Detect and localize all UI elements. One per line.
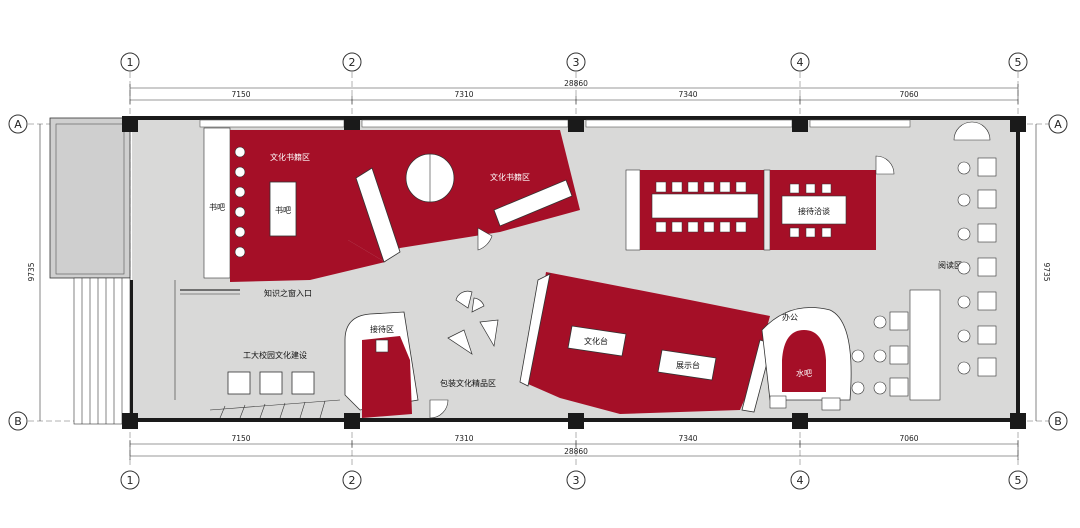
axis-bubble-1-bottom xyxy=(120,470,140,490)
label-reading: 阅读区 xyxy=(938,260,962,270)
label-coffee: 水吧 xyxy=(796,368,812,378)
conference-divider xyxy=(763,169,771,251)
label-display-area: 包装文化精品区 xyxy=(440,378,496,388)
reading-counter xyxy=(909,289,941,401)
dim-height-right: 9735 xyxy=(1042,262,1051,281)
axis-bubble-b-right xyxy=(1048,411,1068,431)
axis-bubble-2-top xyxy=(342,52,362,72)
red-zone-culture-left xyxy=(230,130,385,282)
label-shelf-center: 书吧 xyxy=(275,205,291,215)
axis-label-4-top: 4 xyxy=(797,56,804,69)
top-axis-bubbles: 1 2 3 4 5 xyxy=(120,52,1028,72)
exhibition-table-left xyxy=(567,325,627,357)
red-zone-coffee xyxy=(782,330,826,392)
axis-bubble-4-top xyxy=(790,52,810,72)
axis-bubble-5-top xyxy=(1008,52,1028,72)
axis-label-1-bottom: 1 xyxy=(127,474,134,487)
door-swing-bottom xyxy=(429,399,449,419)
axis-bubble-1-top xyxy=(120,52,140,72)
door-swing-top-right xyxy=(953,121,991,141)
conference-chairs-a xyxy=(655,181,747,233)
label-shelf-vertical: 书吧 xyxy=(209,202,225,212)
door-swing-conference xyxy=(875,155,895,175)
dim-span-4-bottom: 7060 xyxy=(899,434,918,443)
side-axis-bubbles: A A B B xyxy=(8,114,1068,431)
axis-label-1-top: 1 xyxy=(127,56,134,69)
conference-chairs-b xyxy=(789,183,832,238)
display-dots-left xyxy=(234,146,246,258)
dim-span-1-top: 7150 xyxy=(231,90,250,99)
label-table-right: 展示台 xyxy=(676,360,700,370)
reception-desk-chair xyxy=(375,339,389,353)
conference-wall-left xyxy=(625,169,641,251)
red-zone-reception xyxy=(362,336,412,418)
bottom-axis-bubbles: 1 2 3 4 5 xyxy=(120,470,1028,490)
coffee-fridge xyxy=(821,397,841,411)
axis-label-5-bottom: 5 xyxy=(1015,474,1022,487)
exhibition-wall-left xyxy=(519,273,551,387)
dim-total-bottom: 28860 xyxy=(564,447,588,456)
label-entry: 知识之窗入口 xyxy=(264,288,312,298)
label-conference: 接待洽谈 xyxy=(798,206,830,216)
stair-ticks-bottom xyxy=(209,399,341,419)
conference-table-a xyxy=(651,193,759,219)
axis-label-5-top: 5 xyxy=(1015,56,1022,69)
axis-label-4-bottom: 4 xyxy=(797,474,804,487)
conference-table-b xyxy=(781,195,847,225)
door-swing-center xyxy=(477,227,493,251)
dim-span-2-top: 7310 xyxy=(454,90,473,99)
axis-label-a-right: A xyxy=(1054,118,1062,131)
label-school-culture: 工大校园文化建设 xyxy=(243,350,307,360)
axis-bubble-a-right xyxy=(1048,114,1068,134)
stairs xyxy=(73,277,131,425)
axis-label-2-bottom: 2 xyxy=(349,474,356,487)
balcony-area xyxy=(49,117,131,279)
label-office: 办公 xyxy=(782,312,798,322)
dim-height-left: 9735 xyxy=(27,262,36,281)
school-culture-panels xyxy=(227,371,315,395)
dimension-lines-bottom xyxy=(129,440,1019,460)
dim-span-2-bottom: 7310 xyxy=(454,434,473,443)
coffee-sink xyxy=(769,395,787,409)
label-sales-area: 接待区 xyxy=(370,324,394,334)
label-culture-area: 文化书籍区 xyxy=(490,172,530,182)
lounge-chairs xyxy=(447,290,499,355)
label-table-left: 文化台 xyxy=(584,336,608,346)
axis-bubble-3-bottom xyxy=(566,470,586,490)
axis-bubble-2-bottom xyxy=(342,470,362,490)
axis-label-a-left: A xyxy=(14,118,22,131)
balcony-inner xyxy=(55,123,125,275)
axis-bubble-3-top xyxy=(566,52,586,72)
axis-bubble-4-bottom xyxy=(790,470,810,490)
dim-span-4-top: 7060 xyxy=(899,90,918,99)
axis-label-b-left: B xyxy=(14,415,22,428)
dim-span-1-bottom: 7150 xyxy=(231,434,250,443)
dim-span-3-bottom: 7340 xyxy=(678,434,697,443)
axis-bubble-b-left xyxy=(8,411,28,431)
lounge-seats-right xyxy=(851,311,909,397)
axis-label-2-top: 2 xyxy=(349,56,356,69)
structural-columns xyxy=(122,116,1026,429)
red-zone-culture-center xyxy=(348,130,580,262)
slanted-bench-right xyxy=(493,179,573,227)
axis-label-3-top: 3 xyxy=(573,56,580,69)
left-partition xyxy=(203,127,231,279)
axis-label-3-bottom: 3 xyxy=(573,474,580,487)
label-culture-showroom-left: 文化书籍区 xyxy=(270,152,310,162)
axis-label-b-right: B xyxy=(1054,415,1062,428)
axis-bubble-5-bottom xyxy=(1008,470,1028,490)
slanted-bench-left xyxy=(355,167,401,263)
dimension-lines-top xyxy=(129,84,1019,104)
dim-total-top: 28860 xyxy=(564,79,588,88)
dimension-lines-side xyxy=(39,124,1037,421)
display-table-left xyxy=(269,181,297,237)
axis-bubble-a-left xyxy=(8,114,28,134)
reading-seats xyxy=(957,157,997,377)
dim-span-3-top: 7340 xyxy=(678,90,697,99)
exhibition-table-right xyxy=(657,349,717,381)
